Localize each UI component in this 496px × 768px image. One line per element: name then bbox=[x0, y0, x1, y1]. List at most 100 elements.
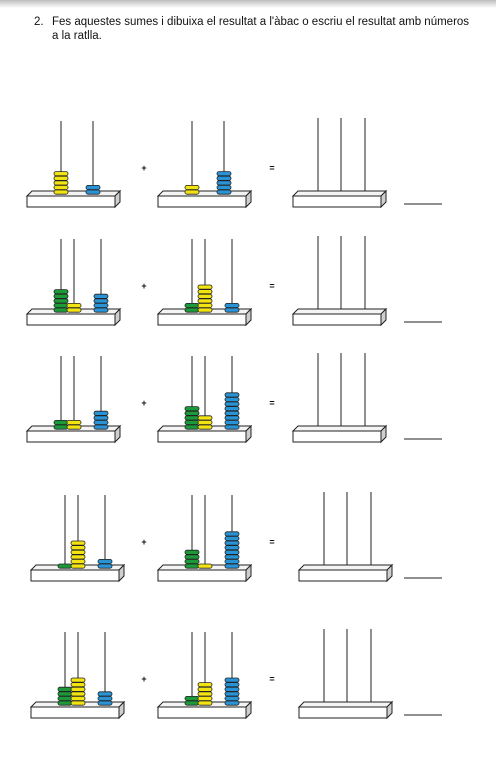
abacus-base-top bbox=[291, 425, 388, 432]
abacus-bead bbox=[70, 682, 86, 688]
abacus-base-top bbox=[25, 190, 122, 197]
abacus-bead bbox=[85, 184, 101, 190]
abacus-bead bbox=[53, 184, 69, 190]
abacus-bead bbox=[224, 302, 240, 308]
abacus-bead bbox=[224, 682, 240, 688]
abacus-base-front bbox=[157, 430, 247, 443]
abacus-base-side bbox=[114, 307, 121, 327]
abacus-bead bbox=[57, 691, 73, 697]
abacus-base-side bbox=[245, 307, 252, 327]
abacus-bead bbox=[93, 293, 109, 299]
abacus-base-side bbox=[380, 307, 387, 327]
instruction-text: Fes aquestes sumes i dibuixa el resultat… bbox=[52, 16, 470, 42]
abacus-base-side bbox=[245, 189, 252, 209]
abacus-bead bbox=[66, 302, 82, 308]
abacus-bead bbox=[224, 554, 240, 560]
left-abacus-row-5 bbox=[29, 632, 126, 720]
abacus-bead bbox=[70, 696, 86, 702]
abacus-bead bbox=[53, 293, 69, 299]
equals-sign: = bbox=[269, 537, 274, 547]
abacus-base-side bbox=[114, 189, 121, 209]
abacus-bead bbox=[216, 180, 232, 186]
abacus-bead bbox=[197, 307, 213, 313]
abacus-bead bbox=[53, 171, 69, 177]
abacus-bead bbox=[224, 406, 240, 412]
abacus-bead bbox=[224, 531, 240, 537]
abacus-bead bbox=[197, 563, 213, 569]
abacus-bead bbox=[197, 415, 213, 421]
abacus-bead bbox=[184, 189, 200, 195]
left-abacus-row-4 bbox=[29, 495, 126, 583]
abacus-bead bbox=[197, 691, 213, 697]
abacus-bead bbox=[224, 677, 240, 683]
abacus-base-front bbox=[298, 706, 388, 719]
abacus-bead bbox=[224, 415, 240, 421]
plus-sign: + bbox=[141, 537, 146, 547]
abacus-bead bbox=[97, 696, 113, 702]
abacus-bead bbox=[197, 284, 213, 290]
abacus-bead bbox=[53, 289, 69, 295]
abacus-bead bbox=[224, 700, 240, 706]
abacus-bead bbox=[197, 302, 213, 308]
right-abacus-row-4 bbox=[156, 495, 253, 583]
equals-sign: = bbox=[269, 674, 274, 684]
abacus-bead bbox=[184, 406, 200, 412]
abacus-bead bbox=[70, 686, 86, 692]
exercise-instruction: 2. Fes aquestes sumes i dibuixa el resul… bbox=[34, 15, 474, 43]
abacus-bead bbox=[224, 396, 240, 402]
abacus-bead bbox=[197, 696, 213, 702]
top-shadow-bar bbox=[0, 0, 496, 8]
answer-abacus-row-5 bbox=[297, 629, 394, 720]
abacus-bead bbox=[224, 419, 240, 425]
abacus-bead bbox=[216, 189, 232, 195]
abacus-bead bbox=[53, 424, 69, 430]
abacus-bead bbox=[53, 298, 69, 304]
abacus-bead bbox=[53, 180, 69, 186]
abacus-bead bbox=[93, 298, 109, 304]
abacus-bead bbox=[216, 184, 232, 190]
abacus-bead bbox=[184, 549, 200, 555]
abacus-bead bbox=[57, 563, 73, 569]
abacus-base-side bbox=[386, 700, 393, 720]
plus-sign: + bbox=[141, 674, 146, 684]
answer-abacus-row-3 bbox=[291, 353, 388, 444]
equals-sign: = bbox=[269, 281, 274, 291]
right-abacus-row-5 bbox=[156, 632, 253, 720]
abacus-base-front bbox=[157, 313, 247, 326]
abacus-bead bbox=[53, 302, 69, 308]
abacus-bead bbox=[224, 686, 240, 692]
plus-sign: + bbox=[141, 398, 146, 408]
abacus-bead bbox=[184, 410, 200, 416]
abacus-bead bbox=[93, 415, 109, 421]
abacus-bead bbox=[53, 189, 69, 195]
abacus-bead bbox=[53, 307, 69, 313]
abacus-bead bbox=[197, 700, 213, 706]
abacus-bead bbox=[184, 554, 200, 560]
abacus-bead bbox=[184, 700, 200, 706]
right-abacus-row-3 bbox=[156, 356, 253, 444]
abacus-bead bbox=[224, 696, 240, 702]
abacus-bead bbox=[224, 540, 240, 546]
abacus-bead bbox=[70, 700, 86, 706]
abacus-base-front bbox=[30, 706, 120, 719]
abacus-bead bbox=[224, 691, 240, 697]
abacus-bead bbox=[66, 424, 82, 430]
abacus-bead bbox=[66, 307, 82, 313]
abacus-base-front bbox=[292, 430, 382, 443]
abacus-bead bbox=[93, 302, 109, 308]
abacus-base-top bbox=[156, 190, 253, 197]
abacus-bead bbox=[57, 686, 73, 692]
abacus-base-side bbox=[245, 424, 252, 444]
abacus-base-top bbox=[291, 308, 388, 315]
left-abacus-row-2 bbox=[25, 239, 122, 327]
abacus-bead bbox=[184, 184, 200, 190]
abacus-bead bbox=[57, 696, 73, 702]
answer-abacus-row-2 bbox=[291, 236, 388, 327]
abacus-bead bbox=[93, 424, 109, 430]
plus-sign: + bbox=[141, 281, 146, 291]
equals-sign: = bbox=[269, 163, 274, 173]
answer-abacus-row-4 bbox=[297, 492, 394, 583]
abacus-bead bbox=[224, 307, 240, 313]
abacus-base-side bbox=[118, 700, 125, 720]
abacus-bead bbox=[224, 536, 240, 542]
